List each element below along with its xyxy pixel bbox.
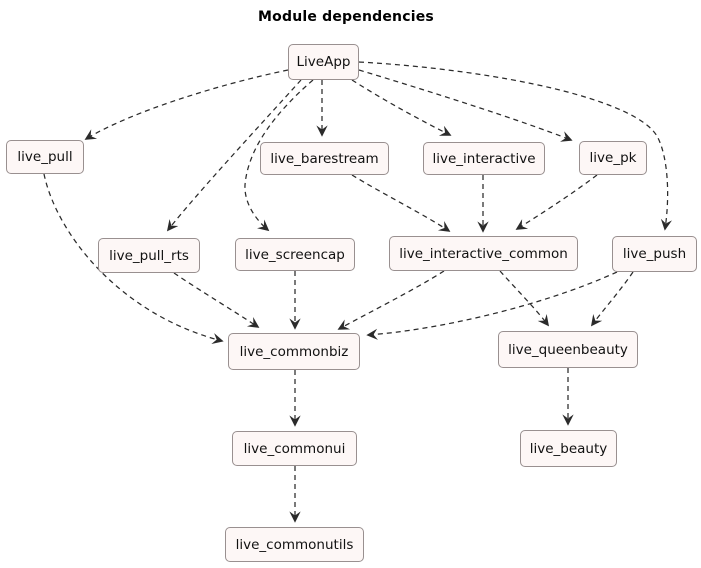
diagram-title: Module dependencies	[258, 9, 434, 25]
edge-LiveApp-to-live_pull_rts	[166, 79, 302, 232]
edge-live_pull_rts-to-live_commonbiz	[173, 272, 260, 328]
node-live_pull: live_pull	[6, 140, 84, 174]
edge-LiveApp-to-live_pull	[84, 69, 289, 140]
node-live_beauty: live_beauty	[520, 430, 617, 467]
node-live_pull_rts: live_pull_rts	[98, 238, 200, 273]
node-live_interactive: live_interactive	[423, 142, 545, 175]
node-live_screencap: live_screencap	[235, 238, 355, 271]
node-live_queenbeauty: live_queenbeauty	[498, 331, 638, 368]
node-live_commonutils: live_commonutils	[225, 527, 364, 562]
edge-live_barestream-to-live_interactive_common	[351, 174, 451, 232]
edge-LiveApp-to-live_push	[358, 61, 672, 231]
node-live_push: live_push	[612, 236, 697, 272]
edge-live_push-to-live_commonbiz	[366, 271, 618, 340]
edge-LiveApp-to-live_interactive	[351, 79, 452, 136]
node-LiveApp: LiveApp	[288, 44, 359, 80]
node-live_commonui: live_commonui	[232, 431, 357, 466]
edge-live_interactive_common-to-live_queenbeauty	[499, 270, 550, 327]
node-live_interactive_common: live_interactive_common	[389, 236, 578, 271]
edge-LiveApp-to-live_pk	[358, 69, 573, 142]
node-live_barestream: live_barestream	[260, 142, 389, 175]
node-live_pk: live_pk	[579, 141, 647, 175]
node-live_commonbiz: live_commonbiz	[228, 333, 360, 370]
edge-live_interactive_common-to-live_commonbiz	[337, 270, 445, 330]
edge-live_pk-to-live_interactive_common	[515, 174, 598, 230]
edge-LiveApp-to-live_screencap	[244, 79, 314, 232]
